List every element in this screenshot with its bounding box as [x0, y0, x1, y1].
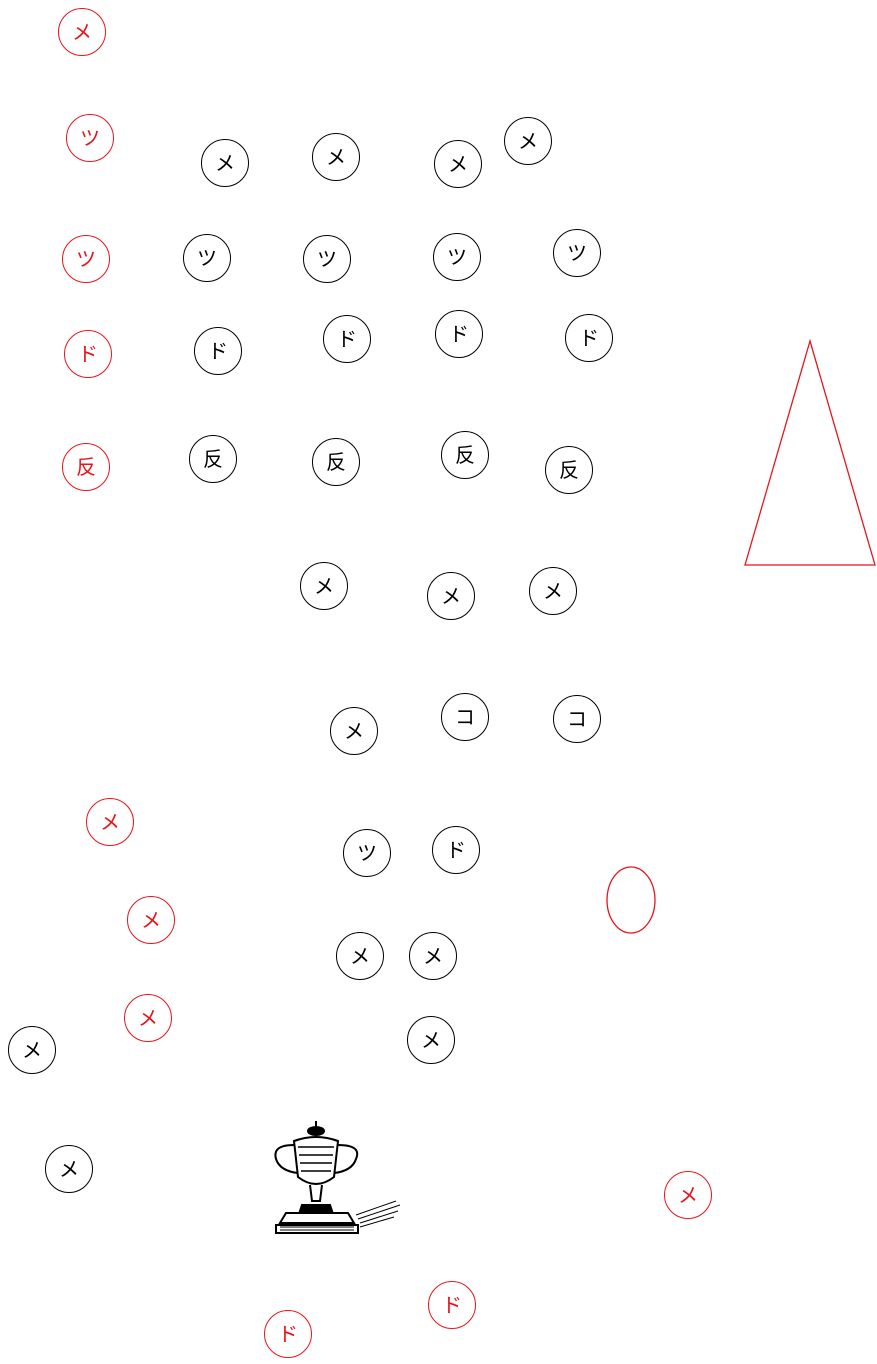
katakana-token: メ [529, 567, 577, 615]
katakana-token: ド [194, 327, 242, 375]
katakana-token: ド [264, 1310, 312, 1358]
katakana-token: ツ [343, 829, 391, 877]
katakana-token: 反 [312, 438, 360, 486]
katakana-token: メ [664, 1171, 712, 1219]
katakana-token: ド [435, 310, 483, 358]
katakana-token: メ [330, 707, 378, 755]
katakana-token: メ [45, 1145, 93, 1193]
katakana-token: コ [553, 695, 601, 743]
katakana-token: メ [434, 140, 482, 188]
katakana-token: メ [409, 932, 457, 980]
katakana-token: ツ [433, 233, 481, 281]
katakana-token: 反 [441, 431, 489, 479]
red-triangle-shape [743, 338, 877, 568]
katakana-token: メ [312, 133, 360, 181]
red-ellipse-shape [605, 865, 657, 935]
katakana-token: メ [427, 572, 475, 620]
katakana-token: ツ [303, 235, 351, 283]
katakana-token: メ [201, 139, 249, 187]
katakana-token: メ [407, 1016, 455, 1064]
katakana-token: ド [432, 826, 480, 874]
katakana-token: ド [428, 1281, 476, 1329]
katakana-token: ツ [62, 235, 110, 283]
katakana-token: メ [127, 896, 175, 944]
katakana-token: 反 [62, 443, 110, 491]
katakana-token: ツ [183, 234, 231, 282]
katakana-token: メ [504, 117, 552, 165]
katakana-token: 反 [189, 435, 237, 483]
katakana-token: ツ [553, 229, 601, 277]
katakana-token: メ [8, 1026, 56, 1074]
katakana-token: ド [565, 314, 613, 362]
trophy-icon [266, 1115, 402, 1243]
katakana-token: メ [58, 8, 106, 56]
katakana-token: メ [124, 994, 172, 1042]
katakana-token: ツ [66, 114, 114, 162]
katakana-token: コ [441, 693, 489, 741]
katakana-token: メ [300, 562, 348, 610]
katakana-token: 反 [545, 446, 593, 494]
katakana-token: ド [64, 330, 112, 378]
katakana-token: メ [336, 932, 384, 980]
katakana-token: メ [86, 798, 134, 846]
katakana-token: ド [323, 315, 371, 363]
